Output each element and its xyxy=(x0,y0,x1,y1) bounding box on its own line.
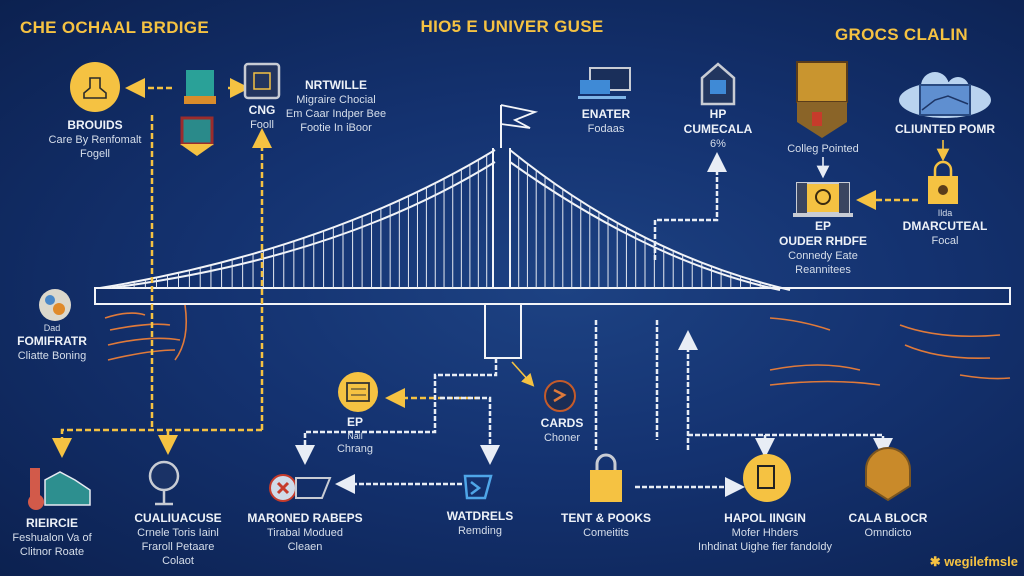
node-desc: Fogell xyxy=(80,148,110,160)
node-desc: Comeitits xyxy=(583,527,629,539)
cable-strands xyxy=(104,304,1011,386)
node-small: Ilda xyxy=(937,208,953,218)
node-desc: Cleaen xyxy=(287,541,323,553)
node-label: MARONED RABEPS xyxy=(247,511,363,525)
node-desc: Crnele Toris Iainl xyxy=(137,527,219,539)
lock-icon xyxy=(928,160,958,204)
node-desc: Omndicto xyxy=(864,527,912,539)
watermark: ✱ wegilefmsle xyxy=(929,554,1018,569)
laptop-gear-icon xyxy=(793,182,853,217)
node-desc: Cliatte Boning xyxy=(17,350,87,362)
node-desc: Tirabal Modued xyxy=(266,527,344,539)
node-desc: Choner xyxy=(543,432,581,444)
machine-icon xyxy=(796,61,848,138)
node-desc: 6% xyxy=(710,138,726,150)
node-label: NRTWILLE xyxy=(305,78,367,92)
node-desc: Focal xyxy=(931,235,959,247)
node-cng: CNG Fooll xyxy=(249,103,276,132)
node-label: WATDRELS xyxy=(446,509,514,523)
badge-wheel-icon xyxy=(269,474,332,502)
node-tent: TENT & POOKS Comeitits xyxy=(561,511,651,540)
node-label: CALA BLOCR xyxy=(848,511,928,525)
building-icon xyxy=(180,70,216,156)
node-desc: Inhdinat Uighe fier fandoldy xyxy=(698,541,832,553)
coin-icon xyxy=(743,454,791,502)
node-desc: Em Caar Indper Bee xyxy=(285,108,387,120)
node-label: HP xyxy=(709,107,727,121)
node-label: EP xyxy=(814,219,832,233)
node-cliunted: CLIUNTED POMR xyxy=(895,122,995,137)
node-label: CUMECALA xyxy=(683,122,753,136)
node-label: HAPOL IINGIN xyxy=(724,511,806,525)
node-cards: CARDS Choner xyxy=(541,416,584,445)
title-right: GROCS CLALIN xyxy=(835,25,968,44)
node-label: FOMIFRATR xyxy=(17,334,87,348)
node-nrtwille: NRTWILLE Migraire Chocial Em Caar Indper B… xyxy=(286,78,386,135)
arrow-box-icon xyxy=(463,474,493,500)
node-desc: Fooll xyxy=(250,119,274,131)
bridge-hangers xyxy=(110,154,781,288)
node-small: Dad xyxy=(43,323,61,333)
node-label: TENT & POOKS xyxy=(560,511,652,525)
node-desc: Remding xyxy=(457,525,503,537)
mirror-icon xyxy=(148,460,180,506)
node-label: CARDS xyxy=(540,416,584,430)
globe-icon xyxy=(39,289,71,321)
node-rieircie: RIEIRCIE Feshualon Va of Clitnor Roate xyxy=(12,516,91,559)
node-desc: Fraroll Petaare xyxy=(141,541,215,553)
node-label: DMARCUTEAL xyxy=(902,219,988,233)
bridge xyxy=(94,104,1011,359)
node-colleg: Colleg Pointed xyxy=(787,142,859,156)
watermark-text: wegilefmsle xyxy=(944,554,1018,569)
node-desc: Migraire Chocial xyxy=(296,94,376,106)
node-desc: Footie In iBoor xyxy=(300,122,372,134)
document-icon xyxy=(338,372,378,412)
node-label: CUALIUACUSE xyxy=(134,511,222,525)
cloud-chart-icon xyxy=(899,72,991,118)
cards-icon xyxy=(544,380,576,412)
node-desc: Colaot xyxy=(162,555,194,567)
title-left: CHE OCHAAL BRDIGE xyxy=(20,18,209,37)
node-desc: Reannitees xyxy=(795,264,851,276)
node-label: OUDER RHDFE xyxy=(778,234,868,248)
node-label: CNG xyxy=(248,103,276,117)
node-watdrels: WATDRELS Remding xyxy=(447,509,513,538)
node-enater: ENATER Fodaas xyxy=(582,107,630,136)
node-desc: Feshualon Va of xyxy=(12,532,92,544)
node-label: BROUIDS xyxy=(67,118,123,132)
node-desc: Chrang xyxy=(336,443,374,455)
thermometer-city-icon xyxy=(28,468,91,510)
node-desc: Colleg Pointed xyxy=(787,143,859,155)
chip-icon xyxy=(243,62,281,100)
node-desc: Connedy Eate xyxy=(788,250,858,262)
node-desc: Care By Renfomalt xyxy=(48,134,142,146)
shield-icon xyxy=(865,447,911,502)
node-desc: Fodaas xyxy=(587,123,625,135)
title-center: HIO5 E UNIVER GUSE xyxy=(420,17,604,36)
node-label: RIEIRCIE xyxy=(25,516,79,530)
node-label: EP xyxy=(346,415,364,429)
node-label: CLIUNTED POMR xyxy=(895,122,995,136)
node-small: Nail xyxy=(347,431,363,441)
node-desc: Mofer Hhders xyxy=(731,527,799,539)
stamp-icon xyxy=(70,62,120,112)
laptop-icon xyxy=(578,67,631,99)
connectors-white xyxy=(295,152,893,497)
node-label: ENATER xyxy=(581,107,631,121)
node-desc: Clitnor Roate xyxy=(19,546,85,558)
node-cala: CALA BLOCR Omndicto xyxy=(849,511,928,540)
dollar-lock-icon xyxy=(590,453,622,502)
house-icon xyxy=(700,62,736,106)
